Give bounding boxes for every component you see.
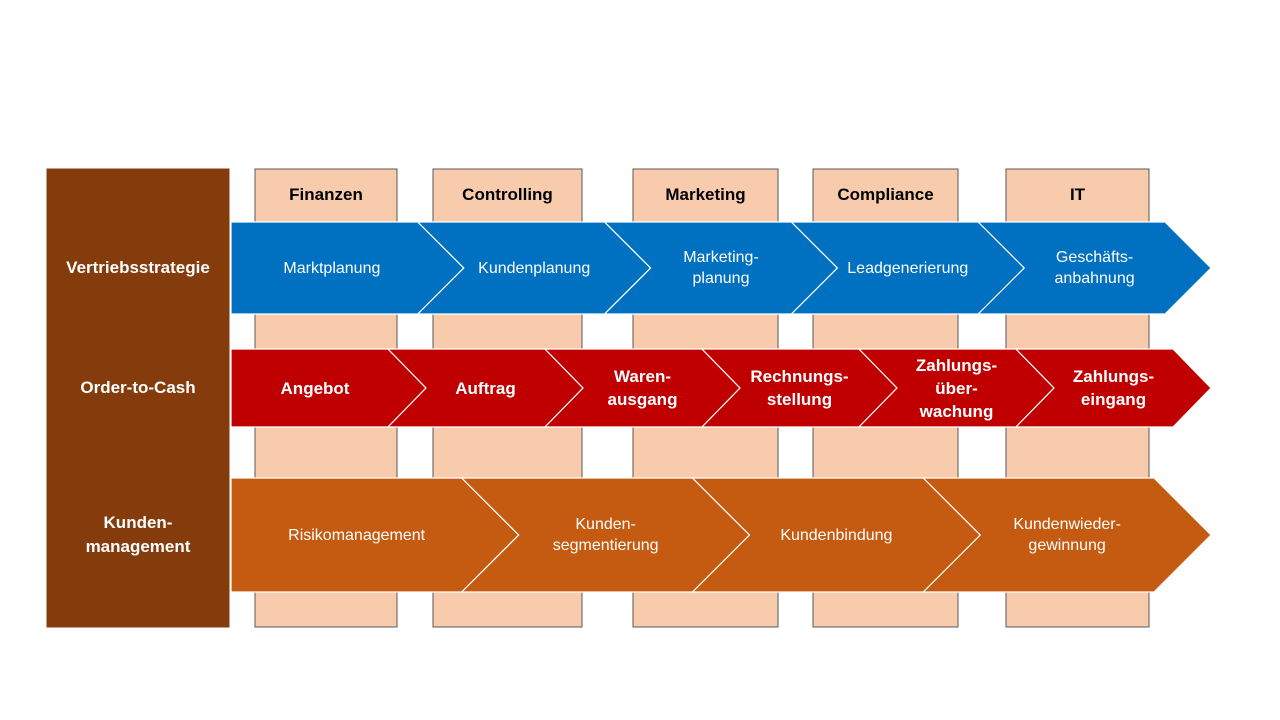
process-step-chevron xyxy=(976,221,1212,315)
process-step-chevron xyxy=(230,348,427,428)
process-step-chevron xyxy=(230,221,465,315)
process-step-chevron xyxy=(921,477,1212,593)
process-step-chevron xyxy=(1014,348,1212,428)
process-step-chevron xyxy=(230,477,520,593)
row-label-column xyxy=(46,168,230,628)
